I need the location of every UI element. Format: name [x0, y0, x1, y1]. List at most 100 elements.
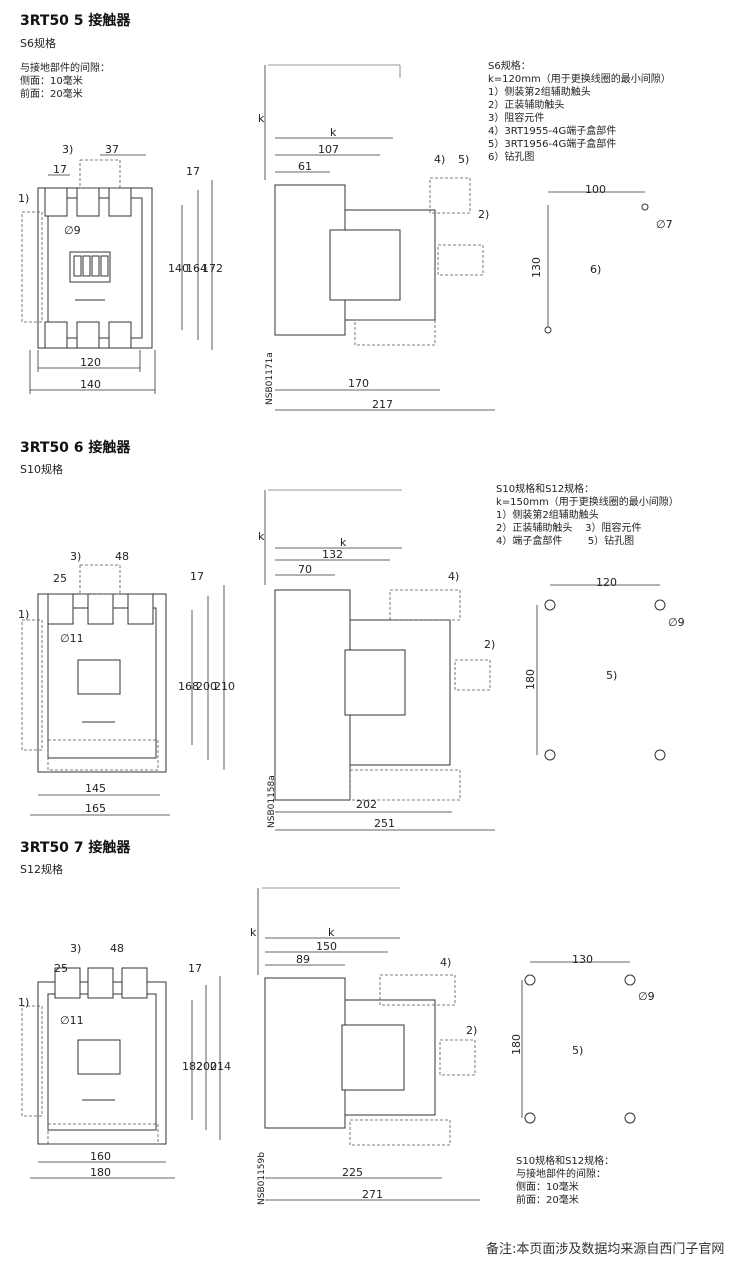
section-1-title: 3RT50 5 接触器: [20, 13, 131, 29]
section-2-notes: S10规格和S12规格： k=150mm（用于更换线圈的最小间隙） 1）侧装第2…: [496, 483, 679, 548]
footer-note: 备注:本页面涉及数据均来源自西门子官网: [486, 1242, 725, 1257]
drill-plan-s6: 100 130 ∅7 6): [530, 183, 673, 334]
side-view-s12: k k 150 89 225 271 4) 2) NSB01159b: [250, 887, 480, 1205]
drill-label: 5): [606, 669, 617, 682]
clearance-title: 与接地部件的间隙：: [20, 63, 110, 74]
drill-y: 180: [510, 1034, 523, 1055]
dim-depth: 170: [348, 377, 369, 390]
drill-y: 180: [524, 669, 537, 690]
note-line: 侧面：10毫米: [516, 1182, 579, 1193]
dim-top: 37: [105, 143, 119, 156]
dim-h3: 214: [210, 1060, 231, 1073]
note-line: 前面：20毫米: [516, 1195, 579, 1206]
section-1-size: S6规格: [20, 37, 56, 50]
dim-left: 25: [54, 962, 68, 975]
callout-1: 1): [18, 192, 29, 205]
dim-h2: 164: [186, 262, 207, 275]
note-line: 1）侧装第2组辅助触头: [488, 87, 591, 98]
note-line: 5）3RT1956-4G端子盒部件: [488, 139, 617, 150]
drill-x: 130: [572, 953, 593, 966]
dim-k-label: k: [330, 126, 337, 139]
dim-top: 48: [110, 942, 124, 955]
drawing-code: NSB01171a: [265, 352, 275, 405]
section-3-clearance: S10规格和S12规格： 与接地部件的间隙： 侧面：10毫米 前面：20毫米: [516, 1155, 614, 1207]
drill-plan-s10: 120 180 ∅9 5): [524, 576, 685, 761]
callout-4: 4): [448, 570, 459, 583]
note-line: 2）正装辅助触头 3）阻容元件: [496, 523, 642, 534]
dim-width-inner: 145: [85, 782, 106, 795]
section-1-notes: S6规格： k=120mm（用于更换线圈的最小间隙） 1）侧装第2组辅助触头 2…: [488, 60, 671, 164]
dim-k: k: [258, 112, 265, 125]
hole-diameter: ∅11: [60, 1014, 84, 1027]
drill-label: 6): [590, 263, 601, 276]
dim-width-outer: 165: [85, 802, 106, 815]
note-line: k=150mm（用于更换线圈的最小间隙）: [496, 497, 679, 508]
dim-d1: 132: [322, 548, 343, 561]
dim-d2: 70: [298, 563, 312, 576]
dim-right-top: 17: [188, 962, 202, 975]
note-line: 4）3RT1955-4G端子盒部件: [488, 126, 617, 137]
note-line: 2）正装辅助触头: [488, 100, 565, 111]
dim-h2: 200: [196, 680, 217, 693]
callout-3: 3): [62, 143, 73, 156]
note-line: 3）阻容元件: [488, 113, 545, 124]
dim-h1: 182: [182, 1060, 203, 1073]
drill-label: 5): [572, 1044, 583, 1057]
hole-diameter: ∅11: [60, 632, 84, 645]
callout-4: 4): [434, 153, 445, 166]
dim-left: 25: [53, 572, 67, 585]
note-line: S6规格：: [488, 61, 531, 72]
callout-2: 2): [466, 1024, 477, 1037]
dim-left: 17: [53, 163, 67, 176]
section-3-size: S12规格: [20, 863, 63, 876]
dim-top: 48: [115, 550, 129, 563]
dim-total: 217: [372, 398, 393, 411]
drill-plan-s12: 130 180 ∅9 5): [510, 953, 655, 1124]
drawing-code: NSB01159b: [257, 1152, 267, 1205]
dim-right-top: 17: [186, 165, 200, 178]
front-view-s10: 145 165 48 25 17 168 200 210 ∅11 1) 3): [18, 550, 235, 816]
section-2-size: S10规格: [20, 463, 63, 476]
dim-k: k: [250, 926, 257, 939]
dim-h3: 172: [202, 262, 223, 275]
dim-depth: 225: [342, 1166, 363, 1179]
section-3-title: 3RT50 7 接触器: [20, 840, 131, 856]
dim-k-label: k: [328, 926, 335, 939]
drill-hole: ∅9: [668, 616, 685, 629]
drill-y: 130: [530, 257, 543, 278]
callout-2: 2): [484, 638, 495, 651]
callout-4: 4): [440, 956, 451, 969]
drill-hole: ∅7: [656, 218, 673, 231]
callout-5: 5): [458, 153, 469, 166]
side-view-s6: k k 107 61 170 217 4) 5) 2) NSB01171a: [258, 64, 495, 411]
dim-h2: 200: [196, 1060, 217, 1073]
callout-3: 3): [70, 942, 81, 955]
dim-d1: 150: [316, 940, 337, 953]
note-line: S10规格和S12规格：: [496, 484, 595, 495]
dim-width-inner: 120: [80, 356, 101, 369]
clearance-front: 前面：20毫米: [20, 89, 83, 100]
dim-width-outer: 180: [90, 1166, 111, 1179]
callout-1: 1): [18, 996, 29, 1009]
dim-total: 271: [362, 1188, 383, 1201]
dim-d1: 107: [318, 143, 339, 156]
drill-x: 100: [585, 183, 606, 196]
clearance-side: 侧面：10毫米: [20, 76, 83, 87]
dim-d2: 61: [298, 160, 312, 173]
dim-width-inner: 160: [90, 1150, 111, 1163]
drill-x: 120: [596, 576, 617, 589]
dim-h1: 140: [168, 262, 189, 275]
note-line: 4）端子盒部件 5）钻孔图: [496, 536, 635, 547]
dim-h3: 210: [214, 680, 235, 693]
dim-right-top: 17: [190, 570, 204, 583]
dim-k-label: k: [340, 536, 347, 549]
note-line: S10规格和S12规格：: [516, 1156, 615, 1167]
dim-d2: 89: [296, 953, 310, 966]
dim-h1: 168: [178, 680, 199, 693]
callout-2: 2): [478, 208, 489, 221]
note-line: 与接地部件的间隙：: [516, 1169, 606, 1180]
front-view-s12: 160 180 48 25 17 182 200 214 ∅11 1) 3): [18, 942, 231, 1179]
side-view-s10: k k 132 70 202 251 4) 2) NSB01158a: [258, 489, 495, 831]
hole-diameter: ∅9: [64, 224, 81, 237]
